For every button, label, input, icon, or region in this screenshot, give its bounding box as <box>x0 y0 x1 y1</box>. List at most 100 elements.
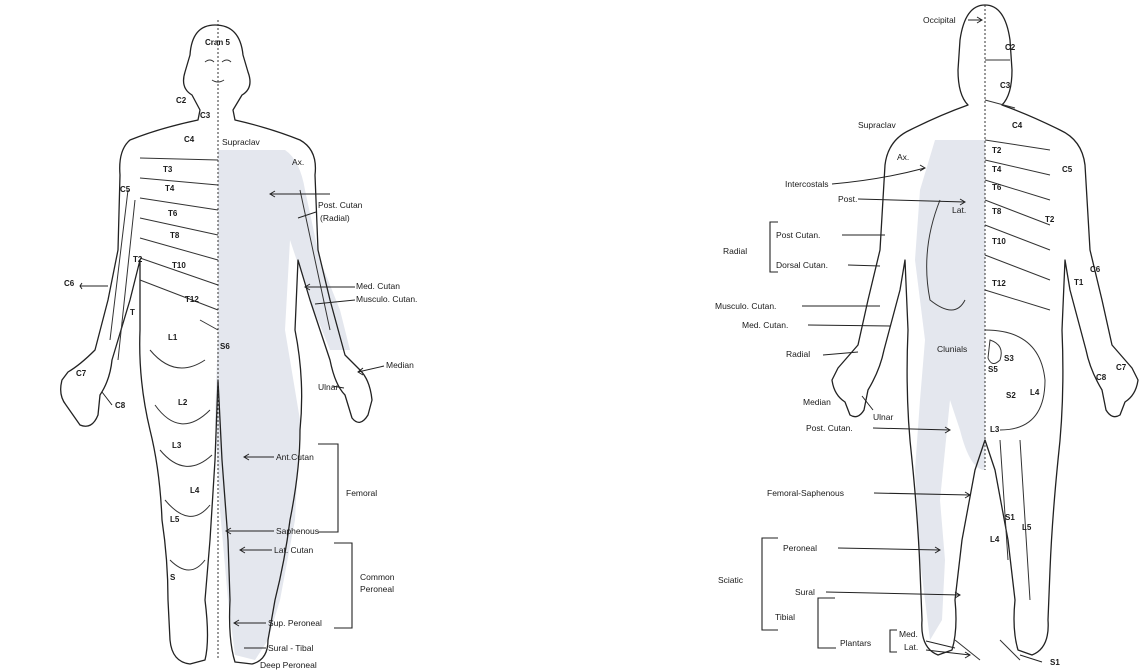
front-group-common: Common <box>360 572 395 582</box>
back-derm-t1: T1 <box>1074 278 1084 287</box>
front-derm-s: S <box>170 573 176 582</box>
back-derm-t6: T6 <box>992 183 1002 192</box>
front-derm-l5: L5 <box>170 515 180 524</box>
back-derm-s1-foot: S1 <box>1050 658 1060 667</box>
back-plantars-inner <box>890 630 897 652</box>
front-nerve-saphenous: Saphenous <box>276 526 319 536</box>
back-leg-bands <box>955 440 1030 660</box>
front-group-peroneal: Peroneal <box>360 584 394 594</box>
back-group-tibial: Tibial <box>775 612 795 622</box>
back-dermatome-labels: C2 C3 C4 C5 T2 T4 T6 T8 T10 T12 T2 C6 T1… <box>988 43 1127 667</box>
back-derm-c3: C3 <box>1000 81 1011 90</box>
front-nerve-median: Median <box>386 360 414 370</box>
back-nerve-med: Med. <box>899 629 918 639</box>
front-derm-l2: L2 <box>178 398 188 407</box>
back-nerve-occipital: Occipital <box>923 15 956 25</box>
front-derm-l3: L3 <box>172 441 182 450</box>
back-group-radial: Radial <box>723 246 747 256</box>
front-derm-t4: T4 <box>165 184 175 193</box>
front-face <box>205 60 231 82</box>
front-derm-s6: S6 <box>220 342 230 351</box>
front-nerve-supraclav: Supraclav <box>222 137 261 147</box>
back-group-sciatic: Sciatic <box>718 575 744 585</box>
front-nerve-lat-cutan: Lat. Cutan <box>274 545 313 555</box>
back-nerve-femoral-saphenous: Femoral-Saphenous <box>767 488 844 498</box>
front-nerve-sup-peroneal: Sup. Peroneal <box>268 618 322 628</box>
front-nerve-post-cutan: Post. Cutan <box>318 200 363 210</box>
front-derm-t3: T3 <box>163 165 173 174</box>
front-trunk-bands <box>140 158 218 330</box>
front-shaded-region <box>215 150 350 660</box>
front-nerve-musculo-cutan: Musculo. Cutan. <box>356 294 417 304</box>
back-derm-t12: T12 <box>992 279 1006 288</box>
back-derm-t2-side: T2 <box>1045 215 1055 224</box>
back-nerve-lat: Lat. <box>952 205 966 215</box>
back-derm-c8: C8 <box>1096 373 1107 382</box>
back-nerve-peroneal: Peroneal <box>783 543 817 553</box>
back-nerve-ulnar: Ulnar <box>873 412 893 422</box>
back-derm-c4: C4 <box>1012 121 1023 130</box>
front-nerve-med-cutan: Med. Cutan <box>356 281 400 291</box>
back-derm-l4-low: L4 <box>990 535 1000 544</box>
back-nerve-labels: Occipital Supraclav Ax. Intercostals Pos… <box>715 15 1042 662</box>
back-nerve-med-cutan: Med. Cutan. <box>742 320 788 330</box>
front-body-outline <box>61 25 372 664</box>
front-derm-t12: T12 <box>185 295 199 304</box>
back-derm-l4: L4 <box>1030 388 1040 397</box>
back-plantars-bracket <box>818 598 836 648</box>
front-dermatome-labels: Cran 5 C2 C3 C4 T3 T4 T6 T8 T10 T12 T2 T… <box>64 38 230 582</box>
back-nerve-post-cutan-leg: Post. Cutan. <box>806 423 853 433</box>
front-derm-c3: C3 <box>200 111 211 120</box>
back-derm-l5: L5 <box>1022 523 1032 532</box>
back-derm-t2: T2 <box>992 146 1002 155</box>
back-nerve-radial: Radial <box>786 349 810 359</box>
back-derm-c2: C2 <box>1005 43 1016 52</box>
front-derm-c2: C2 <box>176 96 187 105</box>
front-derm-c4: C4 <box>184 135 195 144</box>
back-derm-c6: C6 <box>1090 265 1101 274</box>
front-nerve-radial: (Radial) <box>320 213 350 223</box>
back-group-plantars: Plantars <box>840 638 871 648</box>
front-derm-l4: L4 <box>190 486 200 495</box>
front-nerve-deep-peroneal: Deep Peroneal <box>260 660 317 670</box>
back-shaded-region <box>915 140 985 640</box>
front-derm-t: T <box>130 308 135 317</box>
back-derm-l3: L3 <box>990 425 1000 434</box>
back-nerve-clunials: Clunials <box>937 344 967 354</box>
front-derm-c6: C6 <box>64 279 75 288</box>
back-nerve-sural: Sural <box>795 587 815 597</box>
front-figure <box>61 20 372 664</box>
front-derm-c7: C7 <box>76 369 87 378</box>
back-derm-t10: T10 <box>992 237 1006 246</box>
back-derm-s1: S1 <box>1005 513 1015 522</box>
front-leg-bands <box>150 350 212 570</box>
front-nerve-ant-cutan: Ant.Cutan <box>276 452 314 462</box>
back-nerve-musculo-cutan: Musculo. Cutan. <box>715 301 776 311</box>
front-peroneal-bracket <box>334 543 352 628</box>
front-nerve-sural-tibal: Sural - Tibal <box>268 643 313 653</box>
back-derm-t4: T4 <box>992 165 1002 174</box>
back-nerve-supraclav: Supraclav <box>858 120 897 130</box>
back-nerve-dorsal-cutan: Dorsal Cutan. <box>776 260 828 270</box>
front-femoral-bracket <box>318 444 338 532</box>
back-derm-c5: C5 <box>1062 165 1073 174</box>
front-nerve-ax: Ax. <box>292 157 304 167</box>
front-derm-t2: T2 <box>133 255 143 264</box>
front-derm-t6: T6 <box>168 209 178 218</box>
front-group-femoral: Femoral <box>346 488 377 498</box>
back-derm-t8: T8 <box>992 207 1002 216</box>
front-derm-c8: C8 <box>115 401 126 410</box>
back-derm-s5: S5 <box>988 365 998 374</box>
front-derm-t10: T10 <box>172 261 186 270</box>
back-derm-s3: S3 <box>1004 354 1014 363</box>
front-derm-t8: T8 <box>170 231 180 240</box>
back-figure <box>832 5 1138 660</box>
front-derm-l1: L1 <box>168 333 178 342</box>
back-derm-s2: S2 <box>1006 391 1016 400</box>
back-nerve-median: Median <box>803 397 831 407</box>
back-nerve-post-cutan: Post Cutan. <box>776 230 820 240</box>
back-nerve-post: Post. <box>838 194 857 204</box>
front-derm-cran5: Cran 5 <box>205 38 230 47</box>
